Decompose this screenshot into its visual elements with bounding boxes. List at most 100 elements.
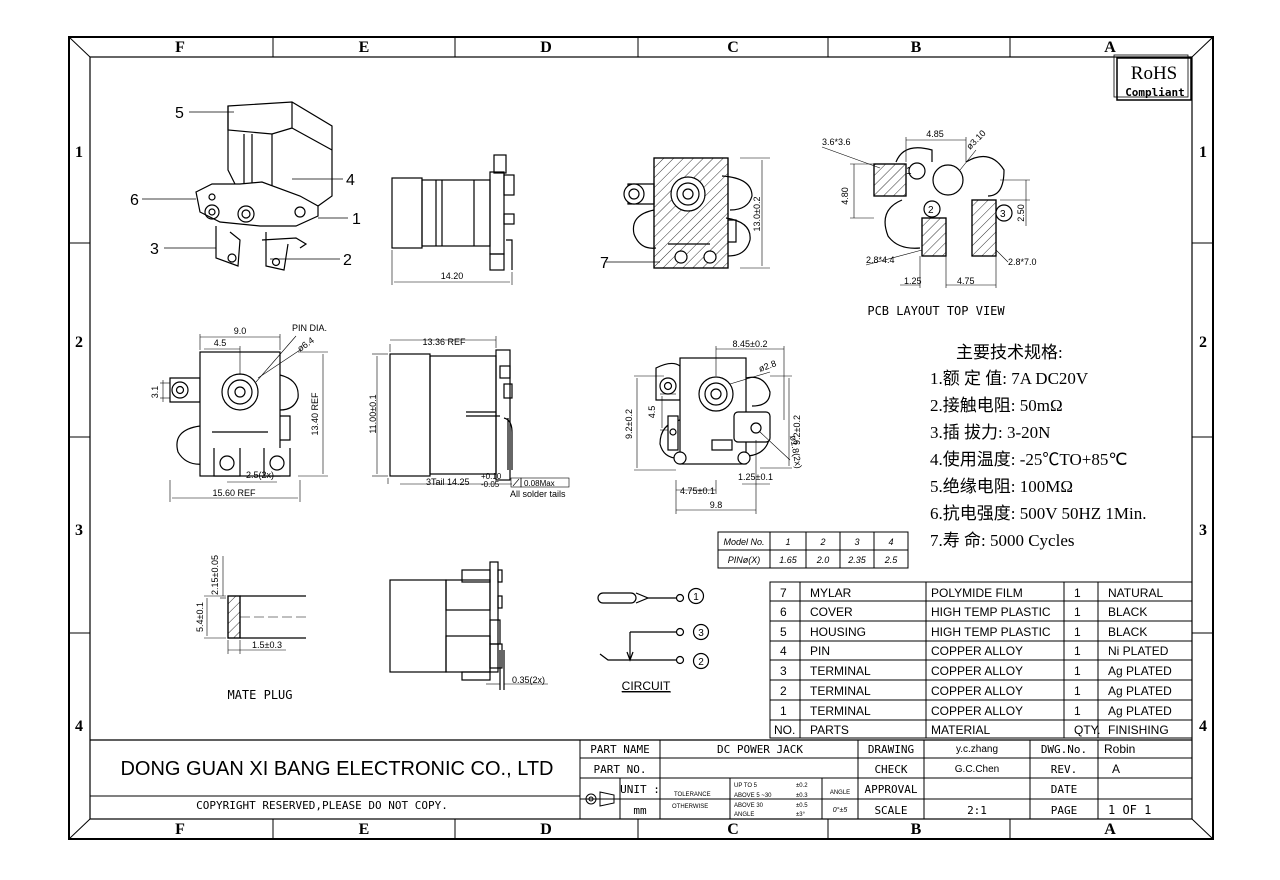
row-label-right: 3 [1199,522,1207,539]
rev-value: A [1112,762,1120,776]
page-label: PAGE [1051,804,1078,817]
dim-4-85: 4.85 [926,129,944,139]
dim-2-5: 2.5(2x) [246,470,274,480]
col-label-bottom: A [1104,821,1116,838]
col-label-bottom: F [175,821,185,838]
pcb-caption: PCB LAYOUT TOP VIEW [867,304,1005,318]
tol-range: ANGLE [734,812,754,818]
dim-flatness: 0.08Max [524,479,555,488]
mate-plug [204,556,306,654]
dim-8-45: 8.45±0.2 [733,339,768,349]
circuit-labels: 1 3 2 [693,592,704,668]
dim-4-75-b: 4.75±0.1 [680,486,715,496]
bom-cell: COPPER ALLOY [931,644,1023,658]
col-label-top: C [727,39,739,56]
bom-cell: 1 [1074,684,1081,698]
bom-cell: 6 [780,605,787,619]
side-view-bottom [389,561,548,690]
col-label-bottom: C [727,821,739,838]
row-label-left: 2 [75,334,83,351]
pin-table-text: Model No. 1 2 3 4 PINø(X) 1.65 2.0 2.35 … [723,537,898,565]
drawing-label: DRAWING [868,743,914,756]
dim-6-4: ø6.4 [295,335,315,354]
row-label-right: 4 [1199,718,1207,735]
bom-cell: Ni PLATED [1108,644,1169,658]
tol-range: ABOVE 5 ~30 [734,793,772,799]
dim-13-0: 13.0±0.2 [752,197,762,232]
dim-13-36: 13.36 REF [422,337,466,347]
dim-4-75: 4.75 [957,276,975,286]
spec-item: 3.插 拔力: 3-20N [930,423,1050,442]
isometric-callouts [142,111,348,260]
callout-2: 2 [343,252,352,269]
pin-table-header: 4 [888,537,893,547]
circuit-pin-1: 1 [693,592,699,603]
bom-cell: 7 [780,586,787,600]
angle-value: 0°±5 [833,806,848,814]
specs-block: 主要技术规格: 1.额 定 值: 7A DC20V 2.接触电阻: 50mΩ 3… [930,343,1146,550]
col-label-bottom: E [359,821,370,838]
pin-dia-table [717,531,909,569]
bom-cell: 1 [1074,644,1081,658]
row-label-left: 4 [75,718,83,735]
dim-5-4: 5.4±0.1 [195,602,205,632]
callout-3: 3 [150,241,159,258]
bom-cell: Ag PLATED [1108,664,1172,678]
bom-cell: 2 [780,684,787,698]
pin-table-cell: PINø(X) [728,555,761,565]
dwg-label: DWG.No. [1041,743,1087,756]
company-name: DONG GUAN XI BANG ELECTRONIC CO., LTD [120,758,553,780]
pin-table-cell: 2.5 [884,555,899,565]
bom-cell: BLACK [1108,625,1147,639]
pin-dia-label: PIN DIA. [292,323,327,333]
dim-9-2-right: 9.2±0.2 [792,415,802,445]
pin-table-cell: 2.0 [816,555,830,565]
col-label-top: F [175,39,185,56]
col-label-top: E [359,39,370,56]
col-label-top: D [540,39,552,56]
bom-cell: 1 [1074,625,1081,639]
bom-cell: Ag PLATED [1108,684,1172,698]
dim-0-35: 0.35(2x) [512,675,545,685]
spec-item: 7.寿 命: 5000 Cycles [930,531,1075,550]
col-label-top: B [911,39,922,56]
tolerance-label: TOLERANCE [674,792,711,798]
bom-table [769,581,1193,739]
dim-3-6: 3.6*3.6 [822,137,851,147]
pcb-pin-1: 1 [906,166,912,177]
otherwise-label: OTHERWISE [672,804,708,810]
spec-item: 2.接触电阻: 50mΩ [930,396,1063,415]
bom-header-cell: FINISHING [1108,723,1169,737]
bom-cell: TERMINAL [810,684,871,698]
callout-4: 4 [346,172,355,189]
unit-label: UNIT : [620,783,660,796]
tol-range: ABOVE 30 [734,803,764,809]
unit-value: mm [633,804,647,817]
tol-value: ±0.5 [796,803,808,809]
dim-2-8x7-0: 2.8*7.0 [1008,257,1037,267]
check-label: CHECK [874,763,907,776]
dim-11-00: 11.00±0.1 [368,394,378,433]
pcb-pin-2: 2 [928,205,934,216]
part-no-label: PART NO. [594,763,647,776]
spec-item: 6.抗电强度: 500V 50HZ 1Min. [930,504,1146,523]
bom-cell: 1 [1074,586,1081,600]
scale-value: 2:1 [967,804,987,817]
dim-4-5: 4.5 [214,338,227,348]
dim-4-80: 4.80 [840,187,850,205]
isometric-view [195,101,333,271]
callout-5: 5 [175,105,184,122]
row-label-left: 3 [75,522,83,539]
bom-cell: COPPER ALLOY [931,684,1023,698]
spec-item: 1.额 定 值: 7A DC20V [930,369,1089,388]
bom-cell: POLYMIDE FILM [931,586,1023,600]
approval-label: APPROVAL [865,783,918,796]
row-label-right: 2 [1199,334,1207,351]
bom-cell: TERMINAL [810,704,871,718]
bom-header-cell: PARTS [810,723,849,737]
bom-cell: NATURAL [1108,586,1163,600]
circuit-caption: CIRCUIT [622,679,671,693]
spec-item: 4.使用温度: -25℃TO+85℃ [930,449,1127,469]
callout-6: 6 [130,192,139,209]
